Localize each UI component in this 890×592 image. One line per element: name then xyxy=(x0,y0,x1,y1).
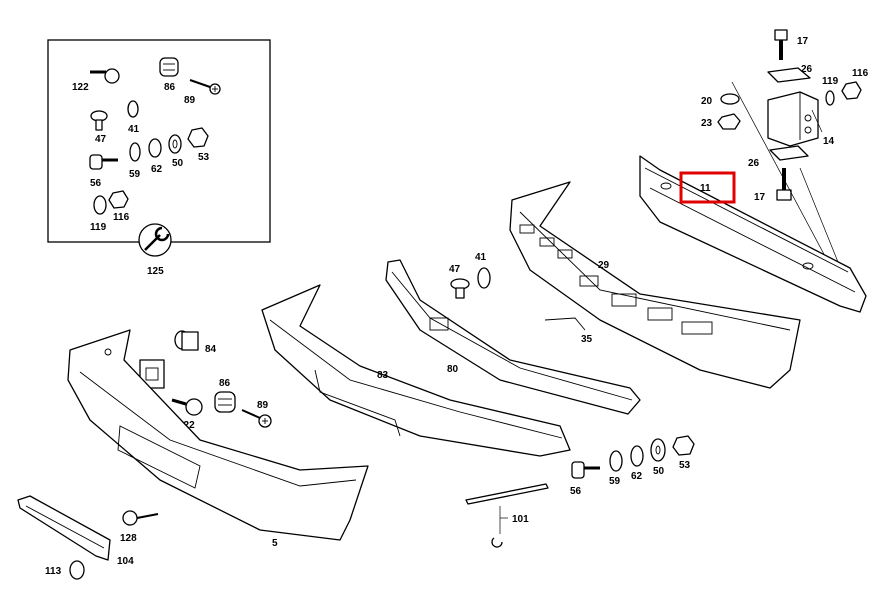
bumper-beam-80: 80 xyxy=(385,259,641,415)
cap-113 xyxy=(69,560,85,580)
bolt-122-lower xyxy=(171,398,203,416)
label-50-inset: 50 xyxy=(172,158,184,169)
screw-128 xyxy=(122,510,159,526)
label-119-inset: 119 xyxy=(90,222,107,233)
washer-59-inset xyxy=(129,142,141,162)
label-11: 11 xyxy=(700,183,711,194)
label-41-inset: 41 xyxy=(128,124,140,135)
bumper-cover-11 xyxy=(639,155,867,313)
bolt-56-inset xyxy=(89,154,118,170)
pin-47-middle xyxy=(450,278,470,299)
trim-strip-104 xyxy=(17,495,111,561)
clip-86-inset xyxy=(159,57,179,77)
washer-50-inset xyxy=(168,134,182,154)
molding-strip-101: 101 xyxy=(465,483,549,548)
label-62-lower: 62 xyxy=(631,471,643,482)
label-35: 35 xyxy=(581,334,593,345)
bumper-cover-29: 29 35 xyxy=(509,181,801,389)
label-84: 84 xyxy=(205,344,217,355)
washer-62-inset xyxy=(148,138,162,158)
label-17-lower: 17 xyxy=(754,192,766,203)
label-116-bracket: 116 xyxy=(852,68,869,79)
label-29: 29 xyxy=(598,260,610,271)
label-59-inset: 59 xyxy=(129,169,141,180)
label-86-inset: 86 xyxy=(164,82,176,93)
inset-fasteners-box: 122 86 89 47 41 56 59 62 50 53 119 116 1… xyxy=(47,39,271,277)
label-23: 23 xyxy=(701,118,713,129)
label-104: 104 xyxy=(117,556,134,567)
label-113: 113 xyxy=(45,566,62,577)
label-14: 14 xyxy=(823,136,835,147)
screw-89-inset xyxy=(189,79,221,95)
bracket-assembly: 17 26 119 116 20 23 14 26 17 xyxy=(701,29,869,263)
label-119-bracket: 119 xyxy=(822,76,839,87)
clip-86-lower xyxy=(214,391,236,413)
label-101: 101 xyxy=(512,514,529,525)
bolt-122-inset xyxy=(90,68,120,84)
label-53-lower: 53 xyxy=(679,460,691,471)
washer-119-inset xyxy=(93,195,107,215)
label-116-inset: 116 xyxy=(113,212,130,223)
label-80: 80 xyxy=(447,364,459,375)
label-41-middle: 41 xyxy=(475,252,487,263)
label-89-inset: 89 xyxy=(184,95,196,106)
label-53-inset: 53 xyxy=(198,152,210,163)
label-89-lower: 89 xyxy=(257,400,269,411)
label-56-lower: 56 xyxy=(570,486,582,497)
wrench-icon xyxy=(138,223,172,257)
label-59-lower: 59 xyxy=(609,476,621,487)
label-5: 5 xyxy=(272,538,278,549)
nut-116-inset xyxy=(108,190,129,209)
nut-53-inset xyxy=(187,127,209,148)
label-125: 125 xyxy=(147,266,164,277)
label-128: 128 xyxy=(120,533,137,544)
bumper-cover-83: 83 xyxy=(261,284,571,457)
fasteners-lower-row: 56 59 62 50 53 xyxy=(570,435,695,497)
label-122-inset: 122 xyxy=(72,82,89,93)
washer-41-inset xyxy=(127,100,139,118)
highlight-box-11 xyxy=(679,171,736,204)
label-47-inset: 47 xyxy=(95,134,107,145)
label-20: 20 xyxy=(701,96,713,107)
label-47-middle: 47 xyxy=(449,264,461,275)
bumper-cover-5: 5 xyxy=(67,329,369,549)
label-62-inset: 62 xyxy=(151,164,163,175)
pin-47-inset xyxy=(90,110,108,131)
label-26-lower: 26 xyxy=(748,158,760,169)
label-17-top: 17 xyxy=(797,36,809,47)
bushing-84 xyxy=(174,330,199,351)
label-50-lower: 50 xyxy=(653,466,665,477)
screw-89-lower xyxy=(241,409,272,428)
washer-41-middle xyxy=(477,267,491,289)
label-56-inset: 56 xyxy=(90,178,102,189)
label-83: 83 xyxy=(377,370,389,381)
label-86-lower: 86 xyxy=(219,378,231,389)
label-26-top: 26 xyxy=(801,64,813,75)
